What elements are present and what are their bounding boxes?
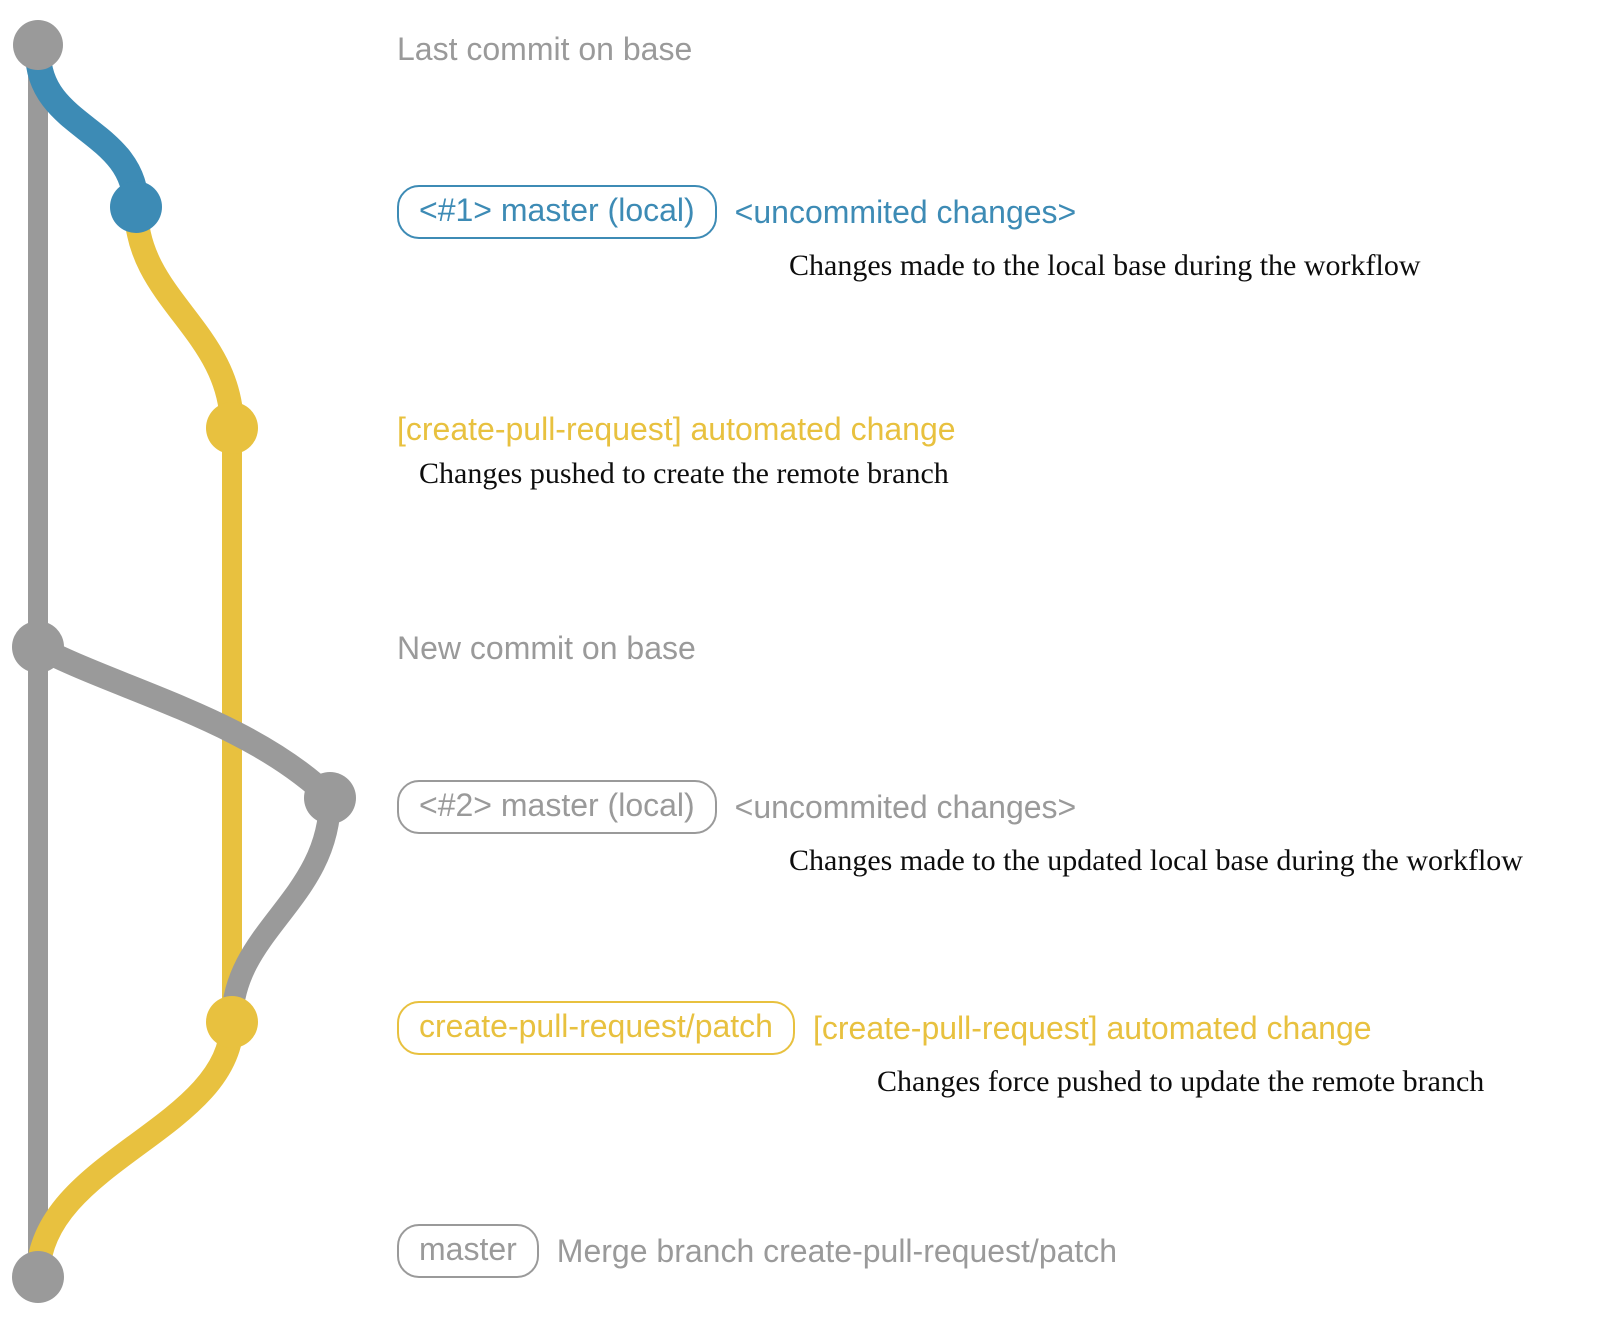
edge-gray-branch-in bbox=[221, 787, 341, 1033]
commit-subject: [create-pull-request] automated change bbox=[397, 411, 956, 447]
commit-subject: [create-pull-request] automated change bbox=[812, 1009, 1372, 1046]
headline-row: <#2> master (local) <uncommited changes> bbox=[397, 780, 1523, 834]
edge-yellow-branch-1 bbox=[124, 195, 244, 440]
node-last-commit-on-base[interactable] bbox=[13, 20, 63, 70]
entry-last-commit-on-base: Last commit on base bbox=[397, 31, 692, 68]
headline-row: <#1> master (local) <uncommited changes> bbox=[397, 185, 1421, 239]
commit-subject: <uncommited changes> bbox=[734, 788, 1077, 825]
entry-new-commit-on-base: New commit on base bbox=[397, 630, 696, 667]
edge-yellow-merge bbox=[26, 1010, 244, 1289]
ref-badge-master-local-2[interactable]: <#2> master (local) bbox=[397, 780, 717, 834]
commit-description: Changes made to the updated local base d… bbox=[789, 843, 1523, 877]
entry-merge-commit: master Merge branch create-pull-request/… bbox=[397, 1224, 1117, 1278]
node-master-local-1[interactable] bbox=[110, 181, 162, 233]
commit-description: Changes made to the local base during th… bbox=[789, 248, 1421, 282]
entry-master-local-1: <#1> master (local) <uncommited changes>… bbox=[397, 185, 1421, 283]
headline-row: create-pull-request/patch [create-pull-r… bbox=[397, 1001, 1484, 1055]
commit-subject: Merge branch create-pull-request/patch bbox=[556, 1232, 1118, 1269]
entry-master-local-2: <#2> master (local) <uncommited changes>… bbox=[397, 780, 1523, 878]
headline-row: master Merge branch create-pull-request/… bbox=[397, 1224, 1117, 1278]
headline-row: [create-pull-request] automated change bbox=[397, 412, 956, 447]
node-merge-commit[interactable] bbox=[12, 1251, 64, 1303]
commit-description: Changes pushed to create the remote bran… bbox=[419, 456, 949, 490]
headline-row: Last commit on base bbox=[397, 31, 692, 68]
node-automated-change-1[interactable] bbox=[206, 402, 258, 454]
commit-subject: <uncommited changes> bbox=[734, 193, 1077, 230]
headline-row: New commit on base bbox=[397, 630, 696, 667]
node-master-local-2[interactable] bbox=[304, 772, 356, 824]
entry-automated-change-1: [create-pull-request] automated change C… bbox=[397, 412, 956, 491]
ref-badge-master-local-1[interactable]: <#1> master (local) bbox=[397, 185, 717, 239]
commit-subject: Last commit on base bbox=[397, 31, 693, 67]
entry-automated-change-2: create-pull-request/patch [create-pull-r… bbox=[397, 1001, 1484, 1099]
ref-badge-master[interactable]: master bbox=[397, 1224, 539, 1278]
commit-subject: New commit on base bbox=[397, 630, 696, 666]
node-automated-change-2[interactable] bbox=[206, 996, 258, 1048]
edge-gray-branch-out bbox=[26, 635, 342, 810]
commit-description: Changes force pushed to update the remot… bbox=[877, 1064, 1485, 1098]
ref-badge-create-pull-request-patch[interactable]: create-pull-request/patch bbox=[397, 1001, 795, 1055]
node-new-commit-on-base[interactable] bbox=[12, 621, 64, 673]
edge-blue-branch bbox=[25, 39, 149, 220]
